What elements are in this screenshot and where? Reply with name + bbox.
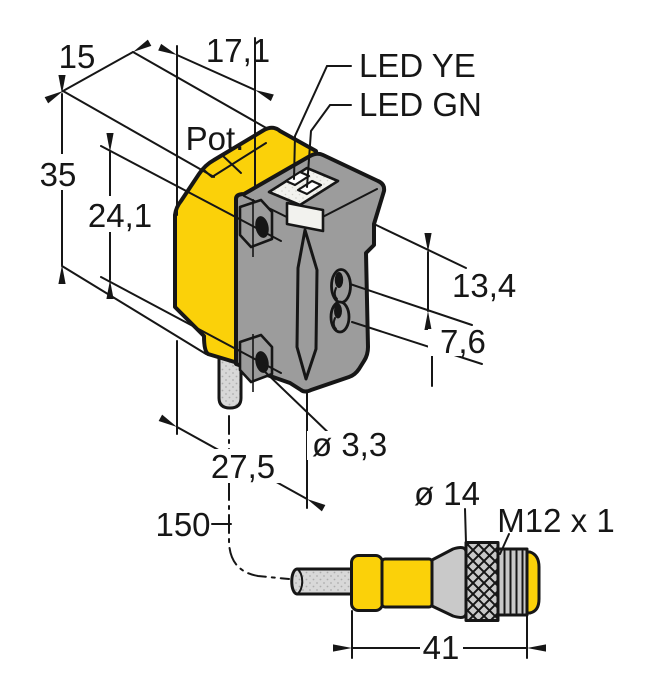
dim-15-label: 15: [59, 38, 96, 75]
ext-line-134-top: [373, 223, 467, 269]
mounting-boss-top: [238, 198, 274, 257]
lens-bottom-aperture: [334, 303, 342, 319]
mask-41: [420, 634, 463, 663]
lens-top-aperture: [334, 272, 344, 288]
front-ridge: [295, 228, 319, 381]
led-ye-label: LED YE: [359, 47, 476, 84]
pot-label: Pot.: [186, 120, 245, 157]
connector-boot: [380, 557, 434, 609]
lens-top-tail: [333, 287, 338, 300]
dim-14-label: ø 14: [414, 475, 480, 512]
dim-241-label: 24,1: [88, 197, 152, 234]
mask-35: [36, 154, 82, 190]
connector-collar: [430, 546, 468, 619]
sensor-body: [173, 125, 387, 410]
connector-tip: [525, 550, 541, 615]
dim-171-label: 17,1: [206, 32, 270, 69]
lens-opening-bottom: [329, 300, 351, 334]
ext-line-241-bottom: [100, 276, 282, 374]
led-window: [267, 166, 340, 233]
mask-275: [203, 449, 283, 483]
mask-241: [86, 196, 154, 232]
led-gn-label: LED GN: [359, 86, 482, 123]
cable-centerline: [228, 415, 290, 580]
connector-boot-ring: [350, 554, 384, 612]
lens-opening-top: [330, 268, 352, 304]
ext-line-241-top: [100, 145, 282, 242]
lens-bottom-tail: [332, 317, 337, 330]
dim-line-15: [44, 39, 152, 104]
dim-275-label: 27,5: [211, 448, 275, 485]
connector-knurl: [464, 541, 500, 622]
ext-line-76: [351, 321, 483, 365]
mask-76: [428, 329, 476, 356]
leader-thread: [499, 533, 510, 555]
led-window-front-tab: [285, 201, 325, 233]
dim-line-171: [158, 43, 274, 102]
dimension-layer: 15 17,1 35 24,1 Pot. LED YE LED GN 13,4 …: [36, 32, 615, 666]
thread-ribs: [503, 550, 524, 614]
dim-41-label: 41: [423, 629, 460, 666]
connector-cable-end-cap: [296, 568, 304, 595]
dim-150-label: 150: [155, 506, 210, 543]
leader-pot: [222, 155, 242, 174]
mounting-boss-bottom: [238, 333, 274, 392]
ext-line-15-left: [62, 90, 215, 178]
leader-led-green: [306, 104, 352, 188]
leader-mount-hole: [259, 366, 337, 441]
ext-line-35-bottom: [61, 265, 207, 355]
mask-33: [307, 431, 394, 460]
leader-led-yellow: [293, 65, 352, 180]
leader-connector-dia: [464, 508, 467, 544]
ext-line-134-bottom: [349, 283, 473, 326]
dim-134-label: 13,4: [452, 267, 516, 304]
connector-cable: [290, 567, 354, 596]
dim-35-label: 35: [40, 156, 77, 193]
led-yellow-chip: [284, 170, 311, 187]
dim-76-label: 7,6: [440, 323, 486, 360]
connector-thread: [496, 547, 529, 617]
connector-assembly: [290, 541, 541, 622]
dim-33-label: ø 3,3: [312, 426, 387, 463]
thread-label: M12 x 1: [497, 502, 614, 539]
